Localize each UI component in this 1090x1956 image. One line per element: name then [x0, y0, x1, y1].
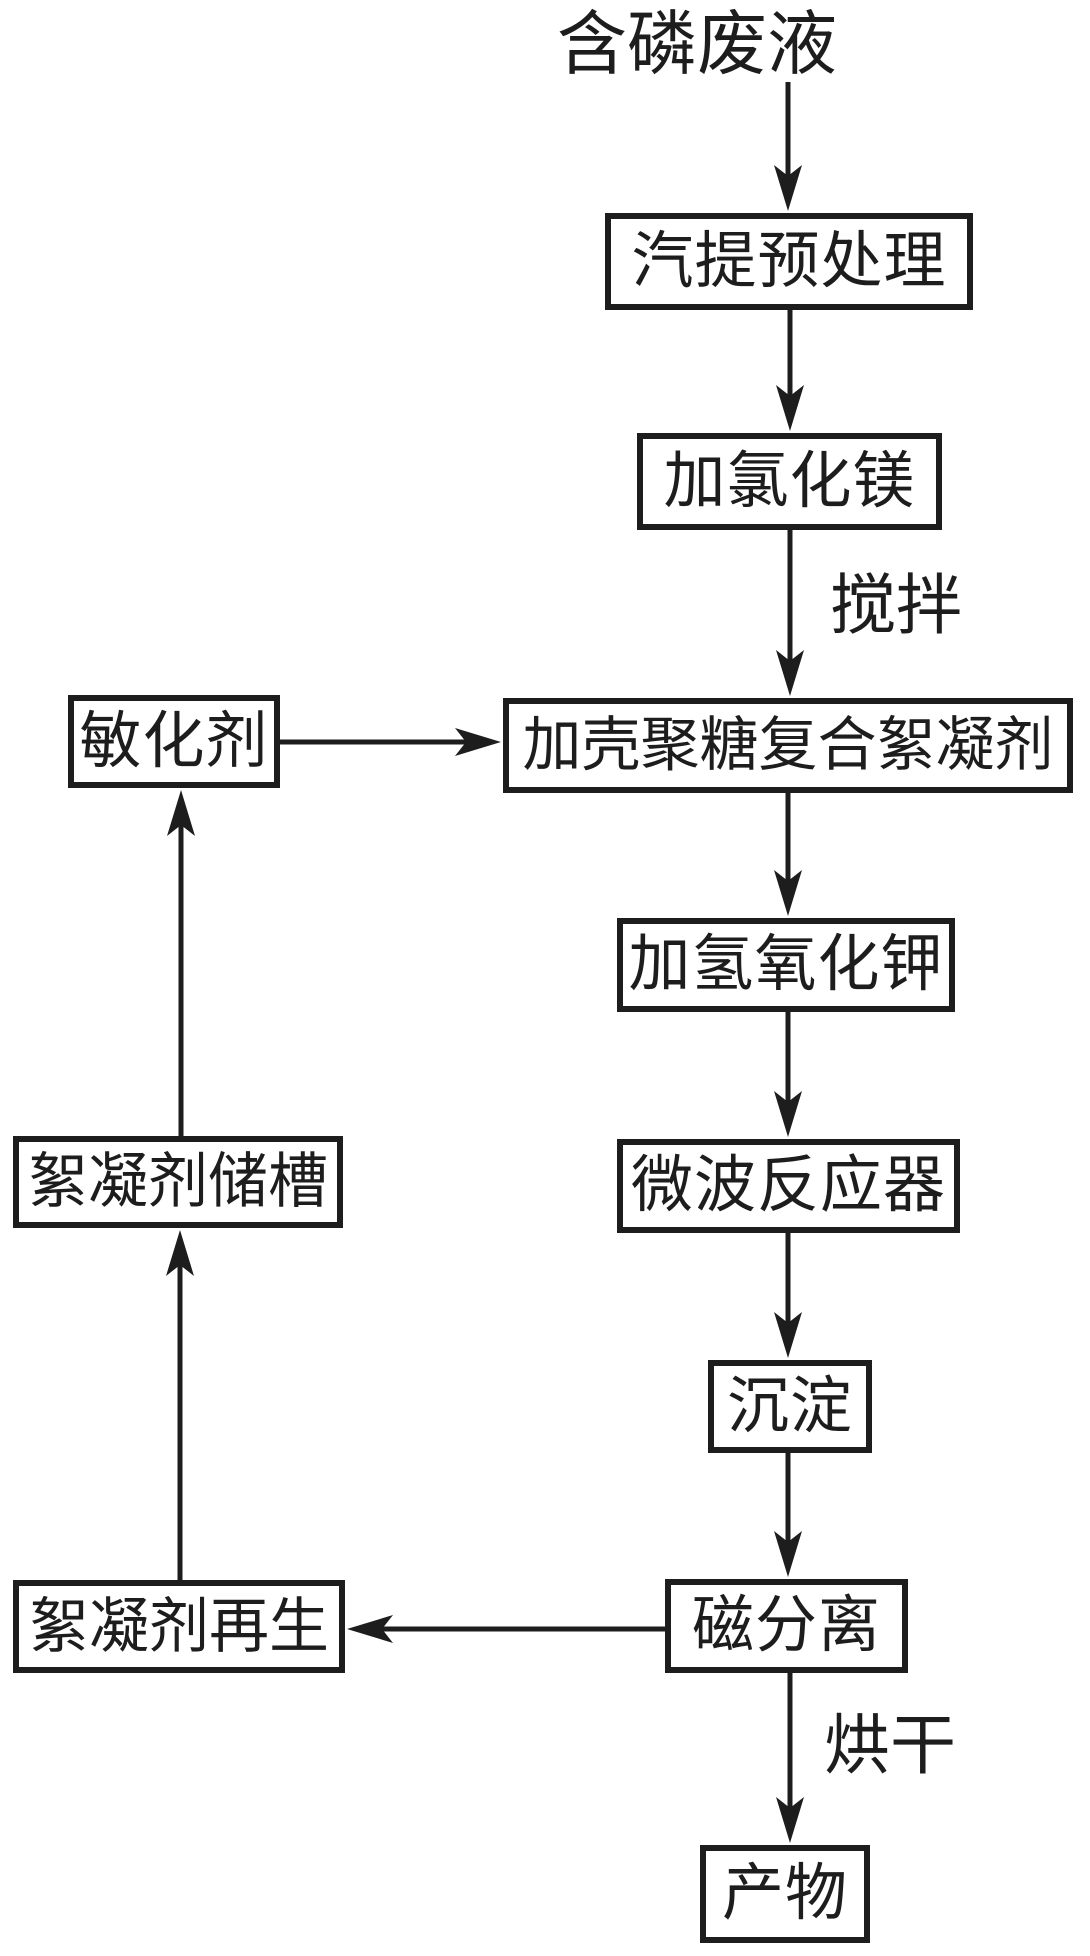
node-sensitizer: 敏化剂 — [68, 695, 280, 788]
arrow-storage-to-sensitizer — [167, 790, 195, 1136]
arrow-microwave-to-precipitation — [774, 1233, 802, 1358]
arrow-sensitizer-to-flocculant — [280, 728, 501, 756]
node-add-potassium-hydroxide: 加氢氧化钾 — [617, 918, 955, 1012]
node-microwave-reactor: 微波反应器 — [617, 1139, 960, 1233]
arrow-flocculant-to-koh — [774, 793, 802, 916]
node-precipitation: 沉淀 — [708, 1360, 872, 1453]
node-source: 含磷废液 — [557, 5, 837, 83]
node-flocculant-storage-tank: 絮凝剂储槽 — [13, 1136, 343, 1228]
node-stripping-pretreatment: 汽提预处理 — [605, 213, 973, 310]
node-add-chitosan-composite-flocculant: 加壳聚糖复合絮凝剂 — [503, 698, 1073, 793]
edge-label-stirring: 搅拌 — [830, 568, 962, 642]
edge-label-drying: 烘干 — [824, 1708, 956, 1782]
arrow-precipitation-to-magnetic — [774, 1453, 802, 1577]
node-magnetic-separation: 磁分离 — [665, 1579, 908, 1673]
arrow-koh-to-microwave — [774, 1012, 802, 1137]
node-product: 产物 — [700, 1845, 870, 1943]
node-flocculant-regeneration: 絮凝剂再生 — [13, 1580, 345, 1673]
arrow-regeneration-to-storage — [166, 1230, 194, 1580]
arrow-source-to-stripping — [774, 82, 802, 211]
arrow-mgcl2-to-flocculant — [776, 530, 804, 696]
arrow-magnetic-to-regeneration — [347, 1615, 665, 1643]
arrow-magnetic-to-product — [776, 1673, 804, 1843]
node-add-magnesium-chloride: 加氯化镁 — [637, 433, 942, 530]
arrow-stripping-to-mgcl2 — [776, 310, 804, 431]
